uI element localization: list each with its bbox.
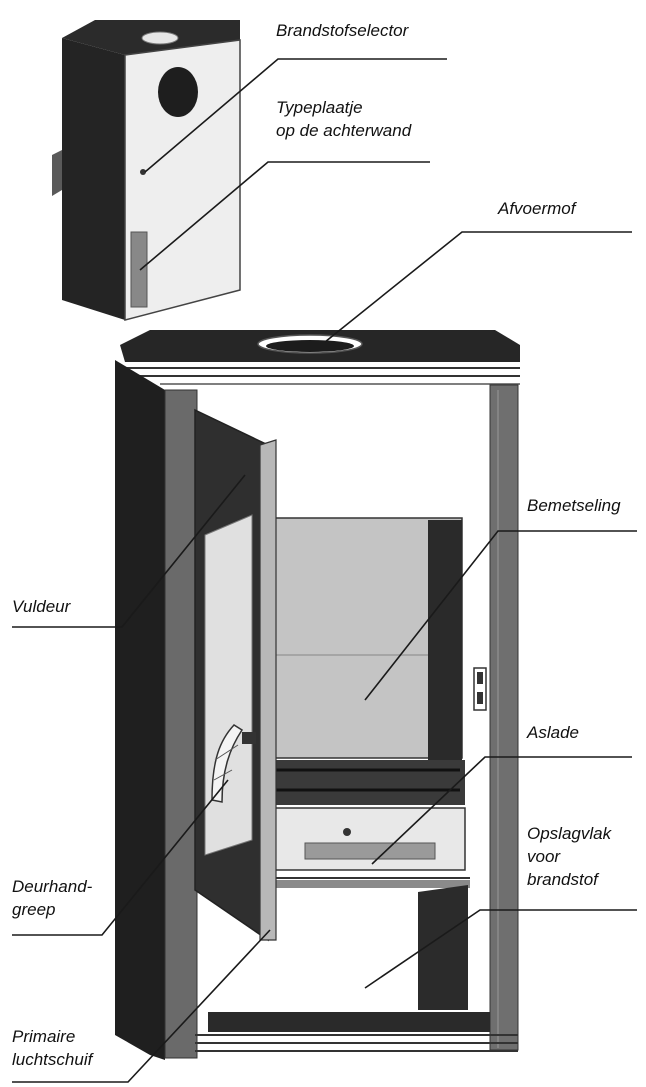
leader-door-handle — [12, 779, 229, 936]
label-primary-air-line1: Primaire — [12, 1027, 76, 1046]
leader-ash-drawer — [371, 756, 632, 865]
label-storage-line1: Opslagvlak — [527, 824, 612, 843]
label-fill-door: Vuldeur — [12, 597, 71, 616]
leader-fuel-selector — [144, 58, 447, 173]
label-type-plate-line1: Typeplaatje — [276, 98, 363, 117]
leader-type-plate — [139, 161, 430, 271]
label-storage-line3: brandstof — [527, 870, 598, 889]
label-door-handle-line2: greep — [12, 900, 56, 919]
label-fuel-selector: Brandstofselector — [276, 21, 409, 40]
label-masonry: Bemetseling — [527, 496, 621, 515]
label-storage-line2: voor — [527, 847, 561, 866]
label-flue-collar: Afvoermof — [498, 199, 576, 218]
leader-storage — [364, 909, 637, 989]
label-ash-drawer: Aslade — [527, 723, 579, 742]
leader-fill-door — [12, 474, 246, 628]
leader-lines — [12, 58, 637, 1083]
leader-flue-collar — [324, 231, 632, 343]
label-door-handle-line1: Deurhand- — [12, 877, 93, 896]
rear-view-stove — [52, 20, 241, 321]
label-type-plate-line2: op de achterwand — [276, 121, 412, 140]
label-primary-air-line2: luchtschuif — [12, 1050, 93, 1069]
main-stove — [115, 330, 520, 1060]
leader-masonry — [364, 530, 637, 701]
leader-primary-air — [12, 929, 271, 1083]
